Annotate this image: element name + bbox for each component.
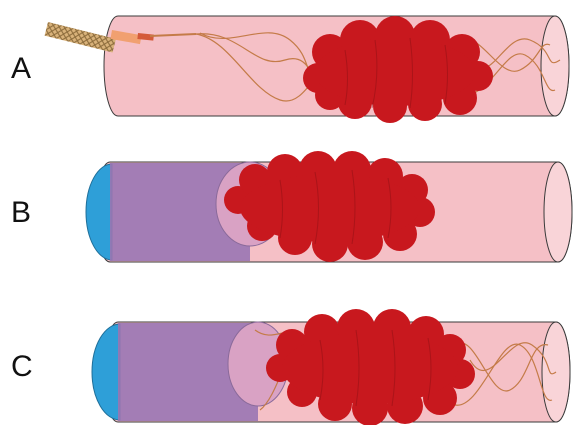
panel-c <box>92 309 570 425</box>
vessel-b-open-end <box>544 162 572 262</box>
balloon-c <box>92 324 120 420</box>
vessel-a-open-end <box>541 16 569 116</box>
panel-b <box>86 151 572 262</box>
balloon-b <box>86 164 112 260</box>
panel-a <box>45 16 569 123</box>
